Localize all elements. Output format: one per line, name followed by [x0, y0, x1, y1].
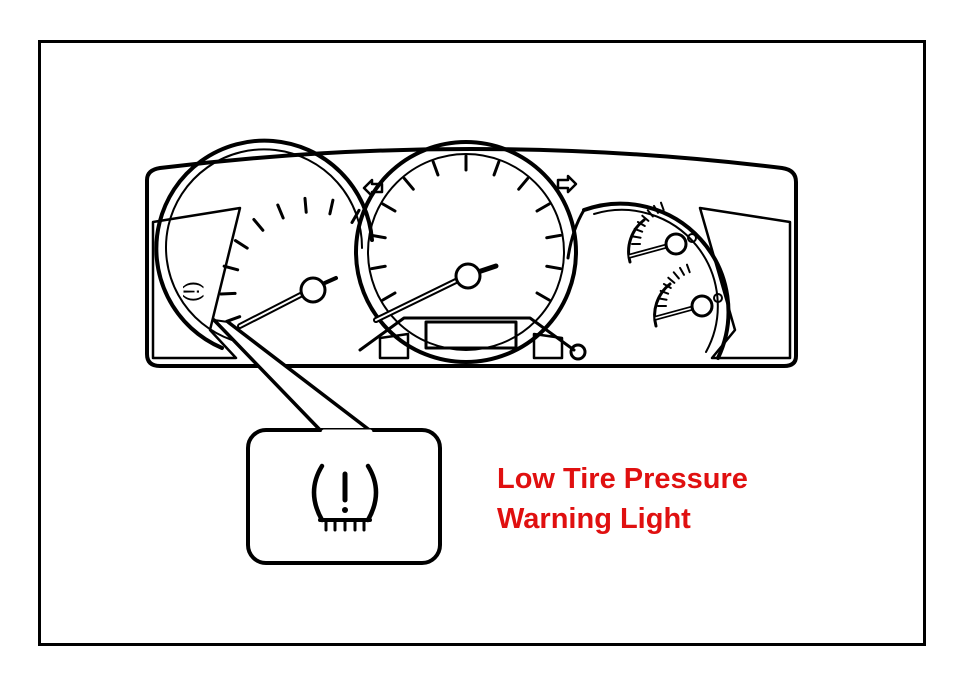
tachometer-tick — [222, 264, 240, 272]
left-indicator-lamp — [378, 332, 410, 360]
right-indicator-lamp — [532, 332, 564, 360]
caption-line-1: Low Tire Pressure — [497, 463, 748, 495]
speedometer-gauge — [354, 140, 578, 364]
tpms-mini-icon: (!) — [179, 281, 204, 302]
fuel-tick — [636, 221, 646, 227]
tachometer-tick — [252, 218, 265, 232]
tachometer-gauge: (!) — [154, 138, 374, 350]
tire-pressure-warning-icon — [311, 463, 379, 532]
cluster-housing — [145, 147, 798, 368]
temp-tick — [685, 263, 691, 274]
temp-tick — [662, 283, 672, 289]
speedometer-tick — [381, 202, 397, 213]
tachometer-tick — [233, 239, 249, 250]
fuel-tick — [653, 204, 659, 214]
speedometer-tick — [369, 264, 387, 271]
fuel-tick — [633, 227, 644, 233]
speedometer-tick — [545, 233, 563, 240]
fuel-tick — [641, 214, 650, 222]
temp-hub — [690, 294, 714, 318]
trip-reset-knob — [569, 343, 587, 361]
cluster-left-panel — [151, 206, 242, 360]
speedometer-tick — [535, 202, 551, 213]
speedometer-tick — [535, 291, 551, 302]
speedometer-tick — [492, 160, 501, 177]
odometer-display — [424, 320, 518, 350]
speedometer-tick — [431, 160, 440, 177]
speedometer-hub — [454, 262, 482, 290]
fuel-tick — [659, 201, 665, 212]
tachometer-tick — [276, 203, 285, 220]
temp-tick — [667, 276, 676, 284]
callout-pointer — [212, 318, 374, 434]
tachometer-tick — [303, 196, 308, 214]
fuel-tick — [631, 235, 642, 239]
speedometer-tick — [381, 291, 397, 302]
turn-signal-left-icon — [362, 178, 384, 198]
diagram-frame — [38, 40, 926, 646]
fuel-hub — [664, 232, 688, 256]
tachometer-tick — [350, 208, 361, 224]
turn-signal-right-icon — [556, 174, 578, 194]
display-bezel — [358, 316, 576, 352]
temp-tick — [679, 266, 685, 276]
speedometer-tick — [402, 176, 415, 191]
speedometer-tick — [369, 233, 387, 240]
speedometer-tick — [517, 176, 530, 191]
speedometer-tick — [545, 264, 563, 271]
fuel-tick — [646, 209, 654, 218]
tachometer-hub — [299, 276, 327, 304]
fuel-temp-gauge — [566, 201, 731, 360]
caption-line-2: Warning Light — [497, 503, 691, 535]
tachometer-tick — [219, 291, 237, 296]
tachometer-tick — [328, 198, 335, 216]
temp-tick — [659, 289, 670, 295]
temp-tick — [672, 271, 680, 280]
temp-tick — [657, 297, 668, 301]
